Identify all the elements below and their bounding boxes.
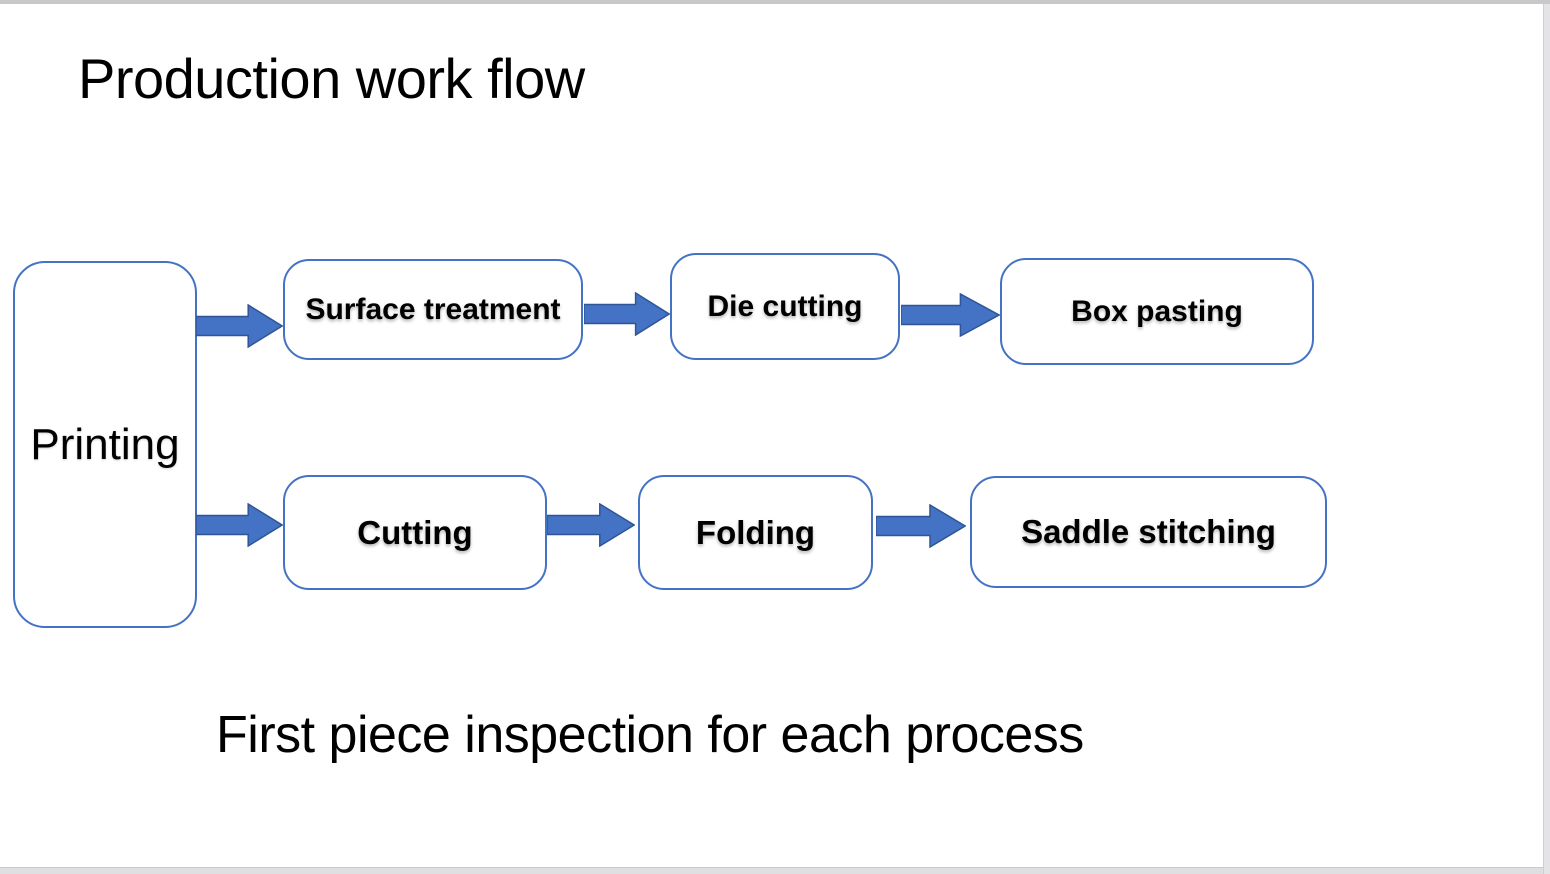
arrow-cutting-to-folding-icon[interactable] [547,503,635,547]
node-cutting[interactable]: Cutting [283,475,547,590]
node-folding-label: Folding [695,513,816,551]
node-die-cutting-label: Die cutting [707,289,863,323]
node-box-pasting[interactable]: Box pasting [1000,258,1314,365]
node-folding[interactable]: Folding [638,475,873,590]
node-die-cutting[interactable]: Die cutting [670,253,900,360]
page-title: Production work flow [78,47,585,110]
node-saddle-stitching[interactable]: Saddle stitching [970,476,1327,588]
caption: First piece inspection for each process [216,706,1084,764]
arrow-die-cutting-to-box-pasting-icon[interactable] [901,293,1000,337]
node-printing[interactable]: Printing [13,261,197,628]
arrow-surface-treatment-to-die-cutting-icon[interactable] [584,292,670,336]
node-saddle-stitching-label: Saddle stitching [1021,513,1276,550]
node-surface-treatment[interactable]: Surface treatment [283,259,583,360]
window-bottom-edge [0,867,1543,874]
node-surface-treatment-label: Surface treatment [305,292,561,326]
window-right-edge [1543,4,1550,874]
arrow-printing-to-cutting-icon[interactable] [196,503,283,547]
node-box-pasting-label: Box pasting [1071,294,1243,328]
node-printing-label: Printing [30,419,180,469]
arrow-printing-to-surface-treatment-icon[interactable] [196,304,283,348]
node-cutting-label: Cutting [357,513,473,551]
window-top-edge [0,0,1550,4]
arrow-folding-to-saddle-stitching-icon[interactable] [876,504,966,548]
